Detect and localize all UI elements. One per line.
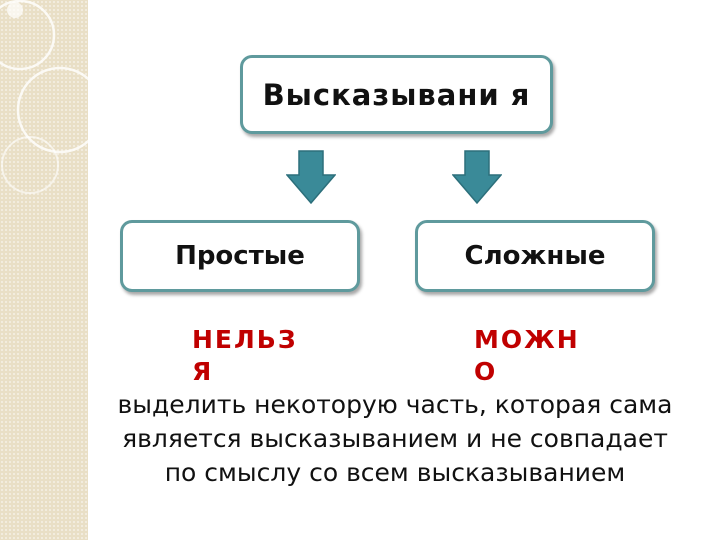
node-complex-label: Сложные (464, 241, 606, 271)
node-simple-label: Простые (175, 241, 305, 271)
root-node-statements: Высказывани я (240, 55, 553, 134)
decorative-side-strip (0, 0, 88, 540)
node-simple: Простые (120, 220, 360, 292)
label-cannot: НЕЛЬЗ Я (192, 325, 298, 386)
caption-text: выделить некоторую часть, которая сама я… (117, 390, 673, 487)
node-complex: Сложные (415, 220, 655, 292)
arrow-down-icon (452, 150, 502, 204)
arrow-down-icon (286, 150, 336, 204)
root-node-label: Высказывани я (262, 77, 531, 112)
decorative-circles-icon (0, 0, 88, 194)
label-can: МОЖН О (474, 325, 580, 386)
